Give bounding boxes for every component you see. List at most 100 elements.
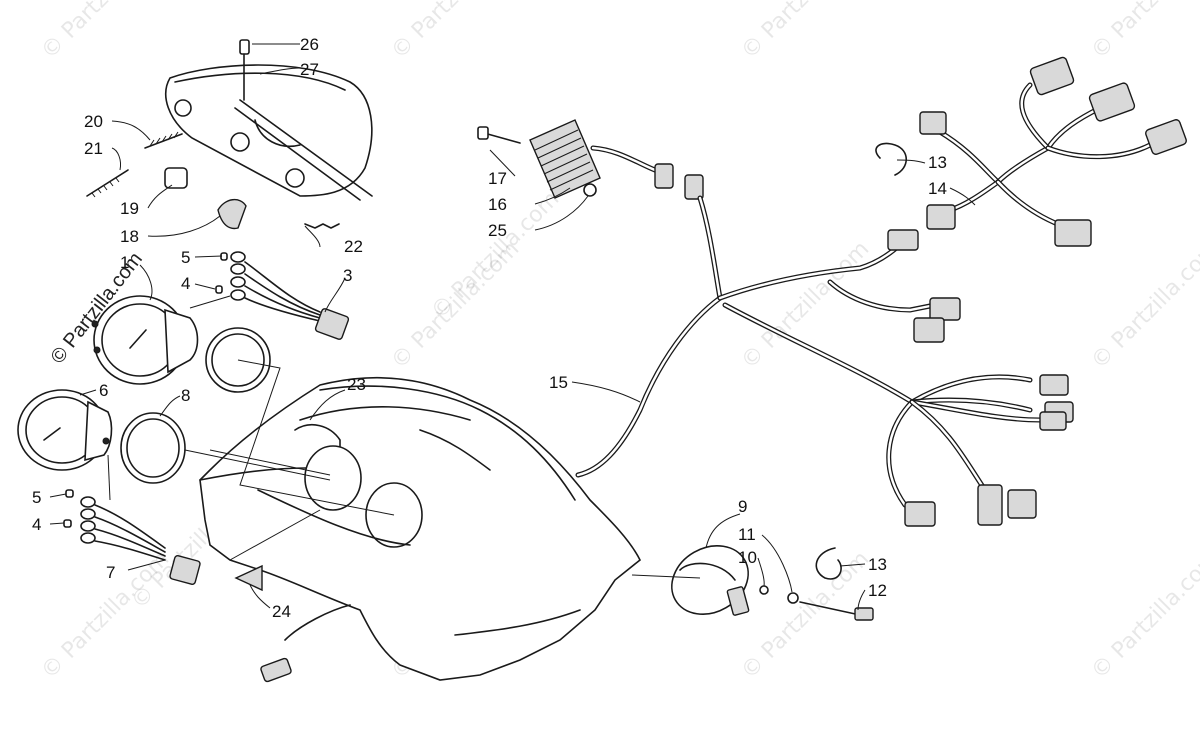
ring-leader	[209, 449, 331, 476]
harness-connector	[926, 204, 956, 230]
headlight-housing	[165, 64, 373, 197]
callout-leader	[79, 389, 97, 396]
gauge-6-harness	[63, 454, 201, 585]
headlight-bar	[239, 99, 373, 197]
dash-panel-vent	[419, 429, 491, 471]
callout-9: 9	[738, 497, 747, 516]
gauge-housing	[631, 545, 874, 621]
gauge-needle	[43, 427, 61, 441]
bulb-holder	[164, 167, 188, 189]
harness-clamp	[875, 142, 908, 176]
spring-coils	[149, 131, 179, 147]
callout-leader	[571, 381, 641, 403]
regulator-body	[529, 119, 601, 199]
callout-23: 20	[84, 112, 103, 131]
nut	[787, 592, 799, 604]
callout-5-top: 5	[181, 248, 190, 267]
dash-panel-recess	[257, 489, 411, 546]
callout-22: 19	[120, 199, 139, 218]
harness-connector	[913, 317, 945, 343]
cable-end	[854, 607, 874, 621]
headlight-reflector	[254, 119, 301, 147]
callout-17: 16	[488, 195, 507, 214]
mount-bolt	[483, 132, 521, 144]
regulator-nut	[583, 183, 597, 197]
watermark-tile: © Partzilla.com	[737, 0, 875, 64]
callout-leader	[949, 187, 976, 206]
gauge-1-harness	[189, 251, 350, 340]
harness-branch-inner	[996, 180, 1062, 227]
harness-wire	[244, 261, 321, 313]
callout-16: 17	[488, 169, 507, 188]
callout-leader	[49, 493, 67, 498]
bulb-clip	[239, 39, 250, 55]
mount-bolt-head	[477, 126, 489, 140]
harness-wire	[94, 516, 166, 553]
callout-numbers: 26 27 20 21 19 18 22 1 5 4 3 6 8 5 4 7 2…	[32, 35, 947, 621]
callout-leader	[49, 522, 65, 525]
headlight-socket	[285, 168, 305, 188]
gauge-stud	[102, 437, 110, 445]
bulb	[215, 285, 223, 294]
callout-leader	[139, 264, 153, 301]
harness-leader	[107, 454, 111, 501]
bulb-socket	[230, 251, 246, 263]
callout-27: 24	[272, 602, 291, 621]
callout-leader	[194, 255, 223, 258]
callout-leader	[159, 395, 181, 417]
headlight-socket	[174, 99, 192, 117]
harness-branch	[827, 279, 938, 313]
callout-leader	[757, 557, 765, 587]
harness-branch-inner	[1046, 143, 1152, 158]
callout-11: 11	[738, 525, 756, 544]
callout-8: 8	[181, 386, 190, 405]
harness-connector	[904, 501, 936, 527]
regulator-fins	[534, 129, 594, 191]
callout-25: 22	[344, 237, 363, 256]
callout-leader	[896, 159, 926, 164]
harness-connector	[1054, 219, 1092, 247]
harness-wire	[94, 504, 166, 549]
housing-leader	[631, 574, 701, 579]
harness-branch-inner	[828, 280, 937, 312]
harness-wire	[94, 540, 166, 561]
cable	[799, 601, 861, 616]
gauge-body	[164, 308, 199, 374]
dash-wire	[284, 604, 351, 641]
bulb-socket	[80, 496, 96, 508]
callout-26: 23	[347, 375, 366, 394]
screw-threads	[91, 177, 120, 198]
watermark-tile: © Partzilla.com	[1087, 0, 1200, 64]
callout-leader	[111, 120, 151, 141]
ring-leader	[229, 509, 321, 561]
headlight-assembly	[86, 39, 373, 230]
bulb-socket	[230, 276, 246, 288]
dash-panel	[199, 377, 642, 683]
housing-cup	[671, 545, 749, 615]
dash-panel-top-line	[299, 406, 471, 421]
callout-4-top: 4	[181, 274, 190, 293]
headlight-wire	[304, 223, 340, 229]
dash-panel-crease	[319, 385, 576, 501]
dash-gauge-hole	[304, 445, 362, 511]
dash-connector	[260, 657, 292, 683]
harness-connector	[1088, 82, 1136, 122]
callout-leader	[111, 147, 121, 171]
callout-4-bottom: 4	[32, 515, 41, 534]
voltage-regulator	[477, 119, 704, 200]
harness-branch-inner	[910, 400, 1042, 422]
callout-leader	[761, 534, 793, 593]
callout-12: 12	[868, 581, 887, 600]
gauge-connector	[169, 555, 201, 585]
snap-ring	[815, 547, 842, 580]
callout-leader	[249, 584, 271, 609]
callout-leader	[304, 225, 321, 248]
callout-leaders	[49, 43, 976, 611]
harness-wire	[244, 285, 321, 319]
callout-leader	[147, 184, 173, 209]
callout-10: 10	[738, 548, 757, 567]
bulb-socket	[230, 263, 246, 275]
harness-trunk-inner	[576, 296, 722, 477]
gauge-ring	[120, 412, 186, 484]
